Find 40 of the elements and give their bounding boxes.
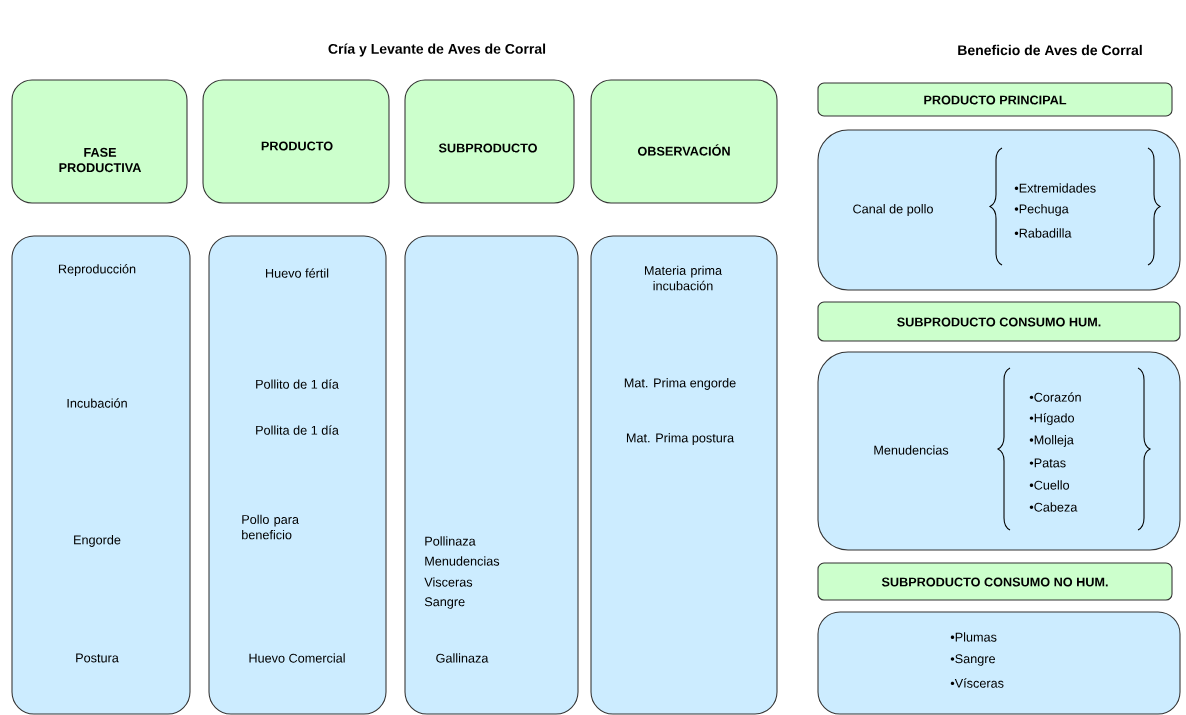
item-text: Pollo para beneficio xyxy=(242,514,299,540)
item-text: Materia prima incubación xyxy=(645,265,723,291)
item-text: •Pechuga xyxy=(1014,204,1069,216)
header-text: PRODUCTO PRINCIPAL xyxy=(924,95,1067,105)
item-text: •Molleja xyxy=(1029,435,1074,447)
item-text: Mat. Prima postura xyxy=(626,433,735,445)
header-text: FASE PRODUCTIVA xyxy=(59,147,142,173)
header-text: SUBPRODUCTO CONSUMO HUM. xyxy=(897,317,1101,327)
item-text: Sangre xyxy=(424,597,465,609)
item-text: Engorde xyxy=(74,535,121,547)
item-text: Visceras xyxy=(424,577,473,587)
item-text: Incubación xyxy=(67,398,127,408)
section-title: Beneficio de Aves de Corral xyxy=(958,44,1142,56)
item-text: Pollita de 1 día xyxy=(256,425,339,435)
item-text: •Cuello xyxy=(1029,480,1070,490)
item-text: •Hígado xyxy=(1029,413,1075,425)
item-text: Huevo fértil xyxy=(266,268,329,278)
item-text: •Extremidades xyxy=(1014,183,1096,193)
header-text: SUBPRODUCTO CONSUMO NO HUM. xyxy=(881,577,1108,587)
section-title: Cría y Levante de Aves de Corral xyxy=(328,43,546,57)
header-text: OBSERVACIÓN xyxy=(637,144,730,156)
item-text: •Cabeza xyxy=(1029,502,1078,512)
item-text: Menudencias xyxy=(425,556,500,566)
item-text: •Patas xyxy=(1029,458,1066,468)
item-text: Gallinaza xyxy=(436,653,489,663)
item-text: •Plumas xyxy=(950,632,997,642)
item-text: •Rabadilla xyxy=(1014,228,1072,238)
item-text: •Sangre xyxy=(950,654,995,666)
item-text: Canal de pollo xyxy=(853,204,933,216)
item-text: Pollinaza xyxy=(425,536,476,546)
item-text: Huevo Comercial xyxy=(249,653,345,663)
item-text: Menudencias xyxy=(874,445,949,455)
item-text: •Corazón xyxy=(1029,392,1081,402)
item-text: Postura xyxy=(76,653,119,663)
item-text: Mat. Prima engorde xyxy=(624,378,736,390)
item-text: Pollito de 1 día xyxy=(256,379,339,389)
header-text: SUBPRODUCTO xyxy=(438,143,537,153)
item-text: Reproducción xyxy=(58,264,136,276)
header-text: PRODUCTO xyxy=(261,141,333,151)
item-text: •Vísceras xyxy=(950,678,1004,688)
